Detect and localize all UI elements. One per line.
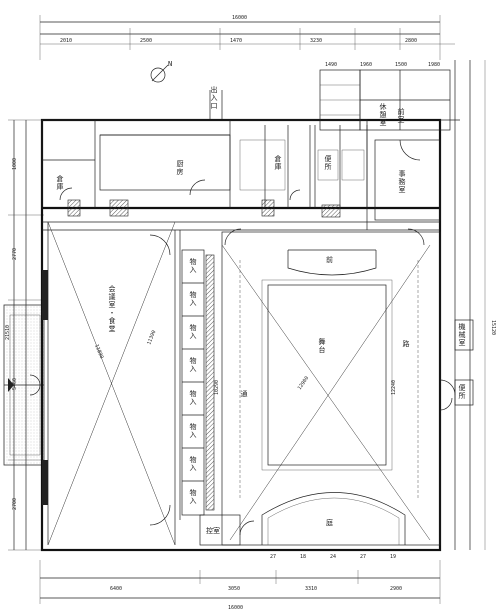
left-porch [3,304,45,466]
storage-b-label: 倉庫 [274,154,282,171]
stage-label: 舞台 [318,337,326,354]
lounge-label: 休憩室 [379,102,387,127]
closet-label: 物入 [189,356,197,373]
closet-label: 物入 [189,389,197,406]
top-dimension-lines: 16000 [39,15,455,60]
hall-span-dim: 10290 [214,380,220,395]
office-label: 事務室 [398,169,406,194]
front-room-label: 前室 [397,107,405,124]
stair-dim: 1490 [325,62,337,68]
closets-column [181,249,215,516]
hall-label: 会議室・食堂 [108,284,116,333]
closet-label: 物入 [189,488,197,505]
closet-label: 物入 [189,455,197,472]
grid-mark: 19 [390,554,396,560]
left-dim: 1000 [12,158,18,170]
closet-label: 物入 [189,257,197,274]
grid-marks: 27 18 24 27 19 [270,554,396,560]
top-small-dim: 2800 [405,38,417,44]
stair-dim: 1980 [428,62,440,68]
left-dim: 2770 [12,248,18,260]
left-dim: 2700 [12,498,18,510]
kitchen-label: 厨房 [176,160,184,176]
yard-label: 庭 [326,518,333,527]
top-small-dim: 1470 [230,38,242,44]
top-small-dim: 3230 [310,38,322,44]
grid-mark: 18 [300,554,306,560]
aisle-1-label: 通 [240,389,248,398]
closet-label: 物入 [189,422,197,439]
hall-diag-dim: 11890 [93,344,104,360]
bottom-segment-dim: 3310 [305,586,317,592]
main-hall [47,221,181,546]
bottom-overall-dim: 16000 [228,605,243,611]
outer-walls [40,118,442,552]
top-small-dims: 2010 2500 1470 3230 2800 [60,38,417,44]
right-span-dim: 15120 [490,320,496,335]
stair-top-dims: 1490 1960 1500 1980 [325,62,440,68]
closet-label: 物入 [189,323,197,340]
machine-room-label: 機械室 [458,322,466,347]
bottom-segment-dim: 6400 [110,586,122,592]
bottom-segment-dim: 2900 [390,586,402,592]
grid-mark: 24 [330,554,336,560]
bottom-segment-dim: 3050 [228,586,240,592]
upper-rooms [42,69,451,230]
toilet-right-label: 便所 [458,383,466,400]
closet-label: 物入 [189,290,197,307]
north-compass: N [150,60,172,83]
stage-front-label: 前 [326,255,333,264]
grid-mark: 27 [270,554,276,560]
closet-labels: 物入 物入 物入 物入 物入 物入 物入 物入 [189,257,197,505]
grid-mark: 27 [360,554,366,560]
top-overall-dim: 16000 [232,15,247,21]
entrance-label: 出入口 [210,85,218,110]
stage-diag-dim: 12900 [297,375,311,391]
bottom-dimension-lines: 6400 3050 3310 2900 16000 [39,560,441,611]
small-room-label: 控室 [206,526,220,535]
hall-left-span-dim: 11390 [146,330,157,346]
stair-dim: 1960 [360,62,372,68]
storage-a-label: 倉庫 [56,174,64,191]
compass-label: N [168,60,172,68]
aisle-2-label: 路 [402,339,410,348]
right-side: 15120 [439,60,496,550]
top-small-dim: 2010 [60,38,72,44]
toilet-top-label: 便所 [324,154,332,171]
top-small-dim: 2500 [140,38,152,44]
stage-area [221,228,441,546]
stage-width-dim: 12240 [391,380,397,395]
stair-dim: 1500 [395,62,407,68]
